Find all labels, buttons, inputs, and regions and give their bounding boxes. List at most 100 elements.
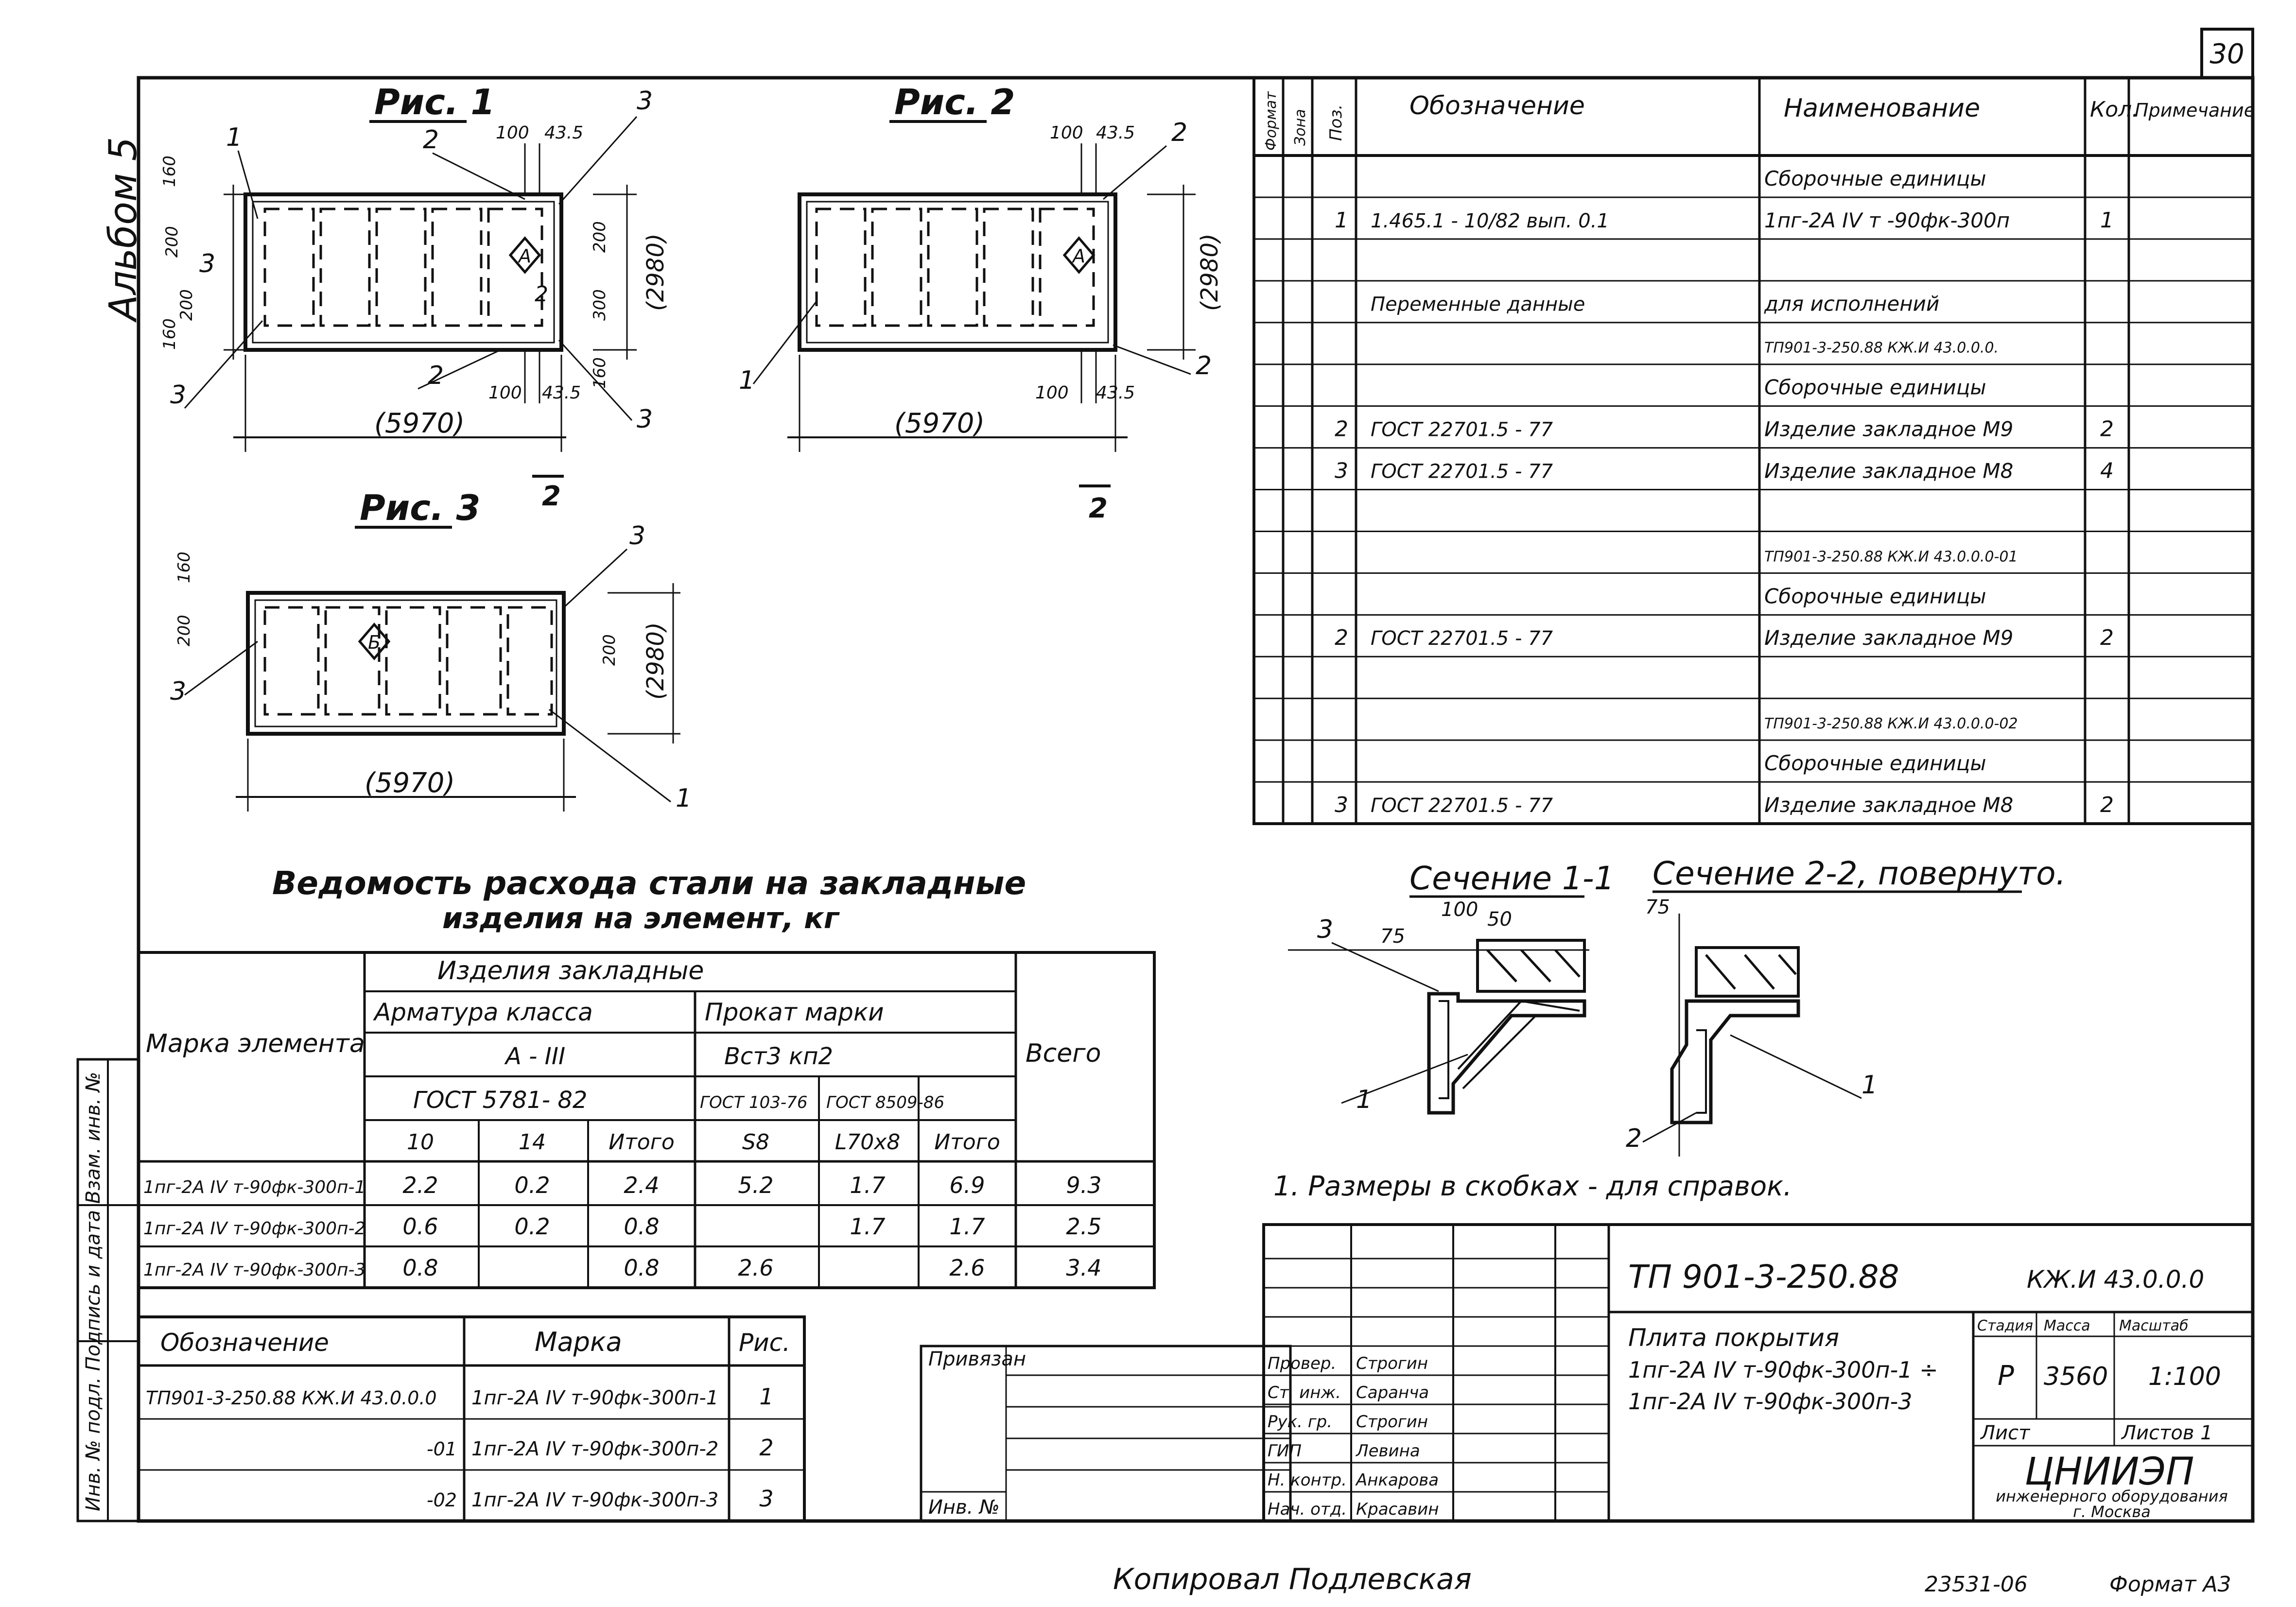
tb-org-3: г. Москва [2073, 1503, 2151, 1521]
steel-cell: 2.2 [402, 1172, 438, 1198]
fig1-dim-100: 100 [496, 123, 529, 143]
steel-cell: 6.9 [949, 1172, 985, 1198]
fig2-callout-1: 1 [739, 366, 755, 395]
marks-table: Обозначение Марка Рис. ТП901-3-250.88 КЖ… [137, 1315, 806, 1522]
marks-h-fig: Рис. [739, 1329, 790, 1357]
steel-subheader: Итого [609, 1130, 675, 1155]
spec-table: Формат Зона Поз. Обозначение Наименовани… [1252, 76, 2255, 825]
steel-h-rebar: Арматура класса [373, 998, 593, 1026]
tb-name-1: Плита покрытия [1628, 1324, 1839, 1352]
fig3-dim-200: 200 [174, 615, 194, 646]
spec-name: Сборочные единицы [1764, 376, 1986, 399]
copied-by: Копировал Подлевская [1113, 1562, 1472, 1596]
sec1-dim-75: 75 [1380, 925, 1405, 948]
marks-h-des: Обозначение [160, 1329, 329, 1357]
tb-attached: Привязан [928, 1348, 1026, 1370]
fig1-dim-435: 43.5 [544, 123, 583, 143]
fig2-dim-435: 43.5 [1096, 123, 1135, 143]
tb-person: Саранча [1356, 1383, 1429, 1402]
fig2-callout-2: 2 [1171, 118, 1187, 147]
tb-project-code: ТП 901-3-250.88 [1628, 1258, 1899, 1296]
figure-1-title: Рис. 1 [374, 82, 495, 122]
tb-role: Ст. инж. [1268, 1383, 1341, 1402]
spec-qty: 2 [2100, 793, 2114, 817]
tb-h-mass: Масса [2044, 1317, 2090, 1334]
fig1-callout-2c: 2 [535, 282, 548, 307]
spec-designation: ГОСТ 22701.5 - 77 [1371, 795, 1553, 817]
steel-subheader: Итого [934, 1130, 1000, 1155]
spec-h-note: Примечание [2135, 100, 2255, 121]
fig1-dim-200b: 200 [177, 289, 196, 321]
section-mark-2b: 2 [1089, 493, 1108, 524]
fig1-dim-300: 300 [590, 289, 609, 321]
section-1-1: Сечение 1-1 75 100 50 3 1 [1288, 860, 1615, 1115]
tb-person: Анкарова [1355, 1470, 1439, 1490]
sec1-dim-100: 100 [1441, 899, 1478, 921]
tb-h-stage: Стадия [1977, 1317, 2033, 1334]
figure-1-mark: А [517, 245, 531, 267]
tb-person: Левина [1355, 1441, 1420, 1461]
steel-h-rolled: Прокат марки [705, 998, 884, 1026]
marks-fig: 3 [759, 1486, 773, 1512]
spec-name: ТП901-3-250.88 КЖ.И 43.0.0.0. [1764, 340, 1999, 357]
fig1-dim-200: 200 [162, 226, 182, 258]
spec-name: Сборочные единицы [1764, 751, 1986, 775]
spec-name: Изделие закладное М9 [1764, 417, 2013, 441]
spec-pos: 3 [1335, 793, 1348, 817]
steel-cell: 0.2 [514, 1213, 550, 1240]
marks-mark: 1пг-2А IV т-90фк-300п-3 [471, 1489, 718, 1511]
fig1-dim-2980: (2980) [642, 233, 669, 311]
fig2-dim-100b: 100 [1035, 383, 1069, 403]
spec-name: Сборочные единицы [1764, 167, 1986, 190]
fig1-callout-3b: 3 [199, 249, 215, 278]
steel-h-total: Всего [1026, 1039, 1101, 1068]
marks-des: ТП901-3-250.88 КЖ.И 43.0.0.0 [146, 1387, 437, 1409]
steel-h-gost1: ГОСТ 5781- 82 [413, 1087, 587, 1114]
tb-person: Строгин [1356, 1354, 1428, 1373]
fig1-callout-1: 1 [226, 123, 242, 152]
fig1-callout-2: 2 [423, 125, 439, 155]
steel-cell: 0.2 [514, 1172, 550, 1198]
spec-name: Сборочные единицы [1764, 584, 1986, 608]
sec1-callout-1: 1 [1356, 1085, 1372, 1114]
steel-cell: 3.4 [1066, 1255, 1101, 1281]
spec-h-format: Формат [1263, 91, 1280, 151]
steel-subheader: S8 [742, 1130, 769, 1155]
spec-designation: 1.465.1 - 10/82 вып. 0.1 [1371, 210, 1609, 232]
spec-pos: 2 [1335, 417, 1348, 442]
spec-h-zone: Зона [1292, 109, 1309, 146]
fig1-callout-2b: 2 [428, 361, 444, 390]
steel-subheader: 10 [407, 1130, 434, 1155]
fig1-dim-160c: 160 [590, 357, 609, 389]
steel-cell: 2.4 [624, 1172, 659, 1198]
fig1-dim-200c: 200 [590, 221, 609, 253]
fig3-dim-200b: 200 [600, 634, 619, 666]
marks-mark: 1пг-2А IV т-90фк-300п-1 [471, 1387, 718, 1409]
fig3-dim-2980: (2980) [642, 622, 669, 700]
fig1-dim-435b: 43.5 [542, 383, 581, 403]
fig3-callout-3b: 3 [170, 677, 186, 706]
fig3-callout-3: 3 [629, 521, 645, 551]
figure-2-title: Рис. 2 [894, 82, 1015, 122]
spec-h-designation: Обозначение [1409, 91, 1585, 121]
tb-sheet: Лист [1980, 1422, 2031, 1444]
spec-name: ТП901-3-250.88 КЖ.И 43.0.0.0-01 [1764, 548, 2018, 565]
page-number: 30 [2209, 38, 2244, 70]
tb-sheets: Листов 1 [2121, 1422, 2213, 1444]
steel-cell: 2.6 [949, 1255, 985, 1281]
fig2-dim-100: 100 [1050, 123, 1083, 143]
section-1-title: Сечение 1-1 [1409, 860, 1615, 897]
sec1-dim-50: 50 [1487, 908, 1512, 931]
fig1-dim-5970: (5970) [374, 408, 465, 439]
spec-h-name: Наименование [1784, 94, 1980, 123]
fig1-dim-160: 160 [160, 156, 179, 187]
spec-name: Изделие закладное М9 [1764, 626, 2013, 650]
figure-3-title: Рис. 3 [360, 487, 480, 528]
steel-row-mark: 1пг-2А IV т-90фк-300п-3 [143, 1260, 365, 1280]
steel-h-items: Изделия закладные [437, 956, 704, 985]
spec-pos: 2 [1335, 625, 1348, 650]
spec-qty: 2 [2100, 625, 2114, 650]
fig1-dim-100b: 100 [488, 383, 522, 403]
